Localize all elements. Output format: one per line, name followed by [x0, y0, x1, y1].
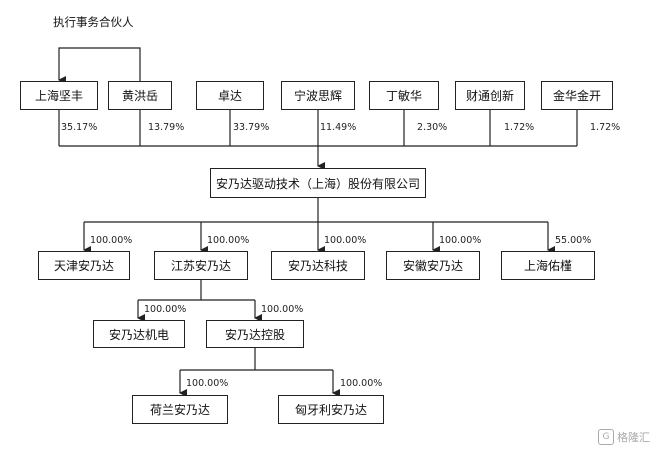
share-pct: 100.00% — [90, 235, 133, 246]
shareholder-box: 宁波思辉 — [281, 81, 355, 110]
share-pct: 35.17% — [61, 122, 98, 133]
subsidiary-box: 安乃达科技 — [271, 251, 365, 280]
subsidiary-box: 天津安乃达 — [38, 251, 130, 280]
shareholder-box: 卓达 — [196, 81, 264, 110]
watermark-text: 格隆汇 — [617, 431, 650, 444]
share-pct: 100.00% — [324, 235, 367, 246]
share-pct: 100.00% — [439, 235, 482, 246]
share-pct: 13.79% — [148, 122, 185, 133]
share-pct: 1.72% — [504, 122, 535, 133]
share-pct: 11.49% — [320, 122, 357, 133]
subsidiary-box: 匈牙利安乃达 — [278, 395, 384, 424]
subsidiary-box: 安乃达控股 — [206, 320, 304, 348]
share-pct: 55.00% — [555, 235, 592, 246]
executive-partner-note: 执行事务合伙人 — [53, 15, 134, 29]
share-pct: 33.79% — [233, 122, 270, 133]
share-pct: 100.00% — [207, 235, 250, 246]
subsidiary-box: 江苏安乃达 — [154, 251, 248, 280]
share-pct: 100.00% — [186, 378, 229, 389]
shareholder-box: 黄洪岳 — [108, 81, 172, 110]
shareholder-box: 上海坚丰 — [20, 81, 98, 110]
watermark-logo-icon: G — [598, 429, 614, 445]
share-pct: 100.00% — [340, 378, 383, 389]
watermark: G 格隆汇 — [598, 429, 650, 445]
subsidiary-box: 安乃达机电 — [93, 320, 185, 348]
share-pct: 100.00% — [144, 304, 187, 315]
company-box: 安乃达驱动技术（上海）股份有限公司 — [210, 168, 426, 198]
shareholder-box: 金华金开 — [541, 81, 613, 110]
subsidiary-box: 上海佑槿 — [501, 251, 595, 280]
subsidiary-box: 荷兰安乃达 — [132, 395, 228, 424]
shareholder-box: 财通创新 — [455, 81, 525, 110]
shareholder-box: 丁敏华 — [369, 81, 439, 110]
share-pct: 100.00% — [261, 304, 304, 315]
share-pct: 1.72% — [590, 122, 621, 133]
share-pct: 2.30% — [417, 122, 448, 133]
subsidiary-box: 安徽安乃达 — [386, 251, 480, 280]
